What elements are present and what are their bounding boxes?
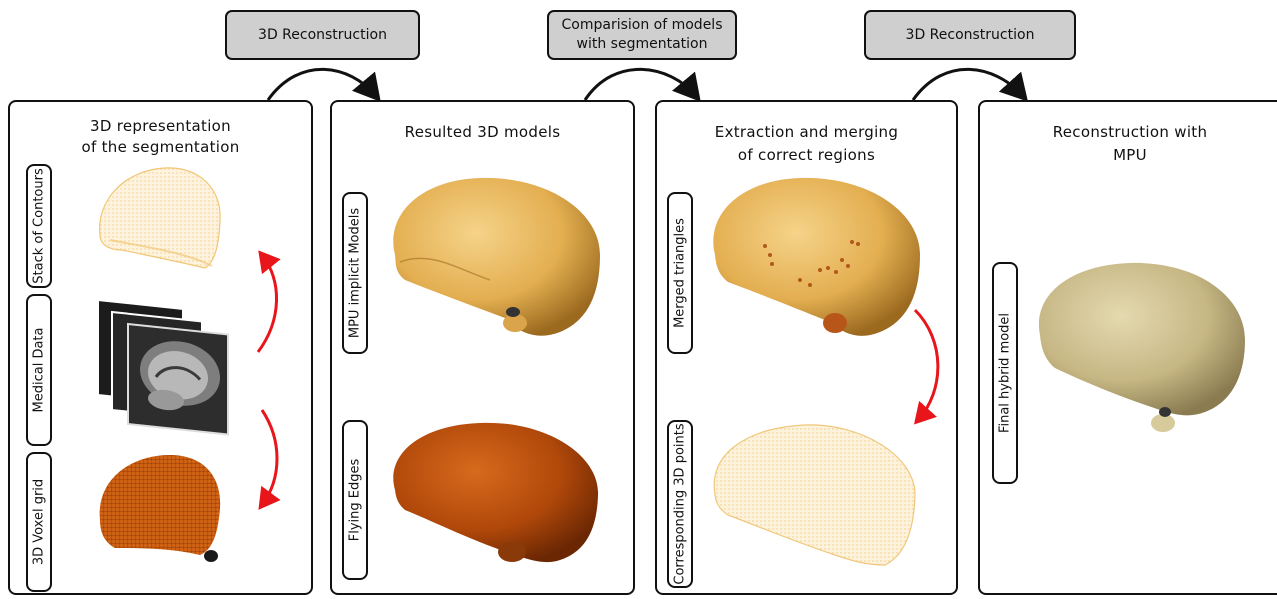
merged-triangles-model <box>713 178 920 336</box>
red-arrow-down <box>262 410 277 505</box>
voxel-grid-model <box>100 455 220 562</box>
final-hybrid-model <box>1039 263 1245 432</box>
corresponding-points-model <box>714 425 915 565</box>
red-arrow-up <box>258 255 277 352</box>
mri-slices-icon <box>98 300 228 435</box>
red-arrow-merge <box>915 310 938 420</box>
mpu-gold-model <box>393 178 600 336</box>
flying-edges-orange-model <box>393 423 598 562</box>
contour-stack-model <box>100 168 220 268</box>
